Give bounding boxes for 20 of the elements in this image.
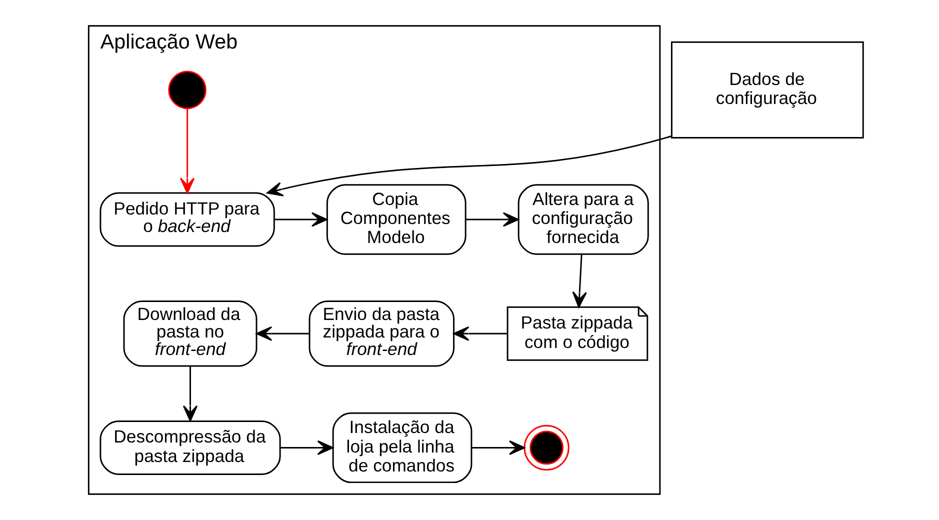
arrow [465, 212, 518, 227]
arrow [274, 212, 327, 227]
node-box: Pedido HTTP para o back-end [99, 192, 274, 247]
arrow [182, 366, 198, 422]
node-box: Descompressão da pasta zippada [99, 420, 280, 475]
arrow [256, 326, 309, 341]
node-box: Copia Componentes Modelo [326, 184, 466, 255]
arrow [280, 440, 333, 456]
arrow [572, 254, 586, 308]
arrow [179, 108, 194, 194]
arrow [471, 440, 525, 456]
node-circle [168, 70, 206, 110]
arrow [452, 326, 508, 341]
node-box: Instalação da loja pela linha de comandos [332, 412, 472, 484]
node-box: Download da pasta no front-end [122, 300, 257, 367]
node-box: Envio da pasta zippada para o front-end [308, 300, 454, 367]
node-box: Altera para a configuração fornecida [517, 184, 648, 255]
node-circle [523, 424, 569, 471]
node-box: Dados de configuração [670, 41, 864, 139]
arrow [266, 135, 672, 196]
